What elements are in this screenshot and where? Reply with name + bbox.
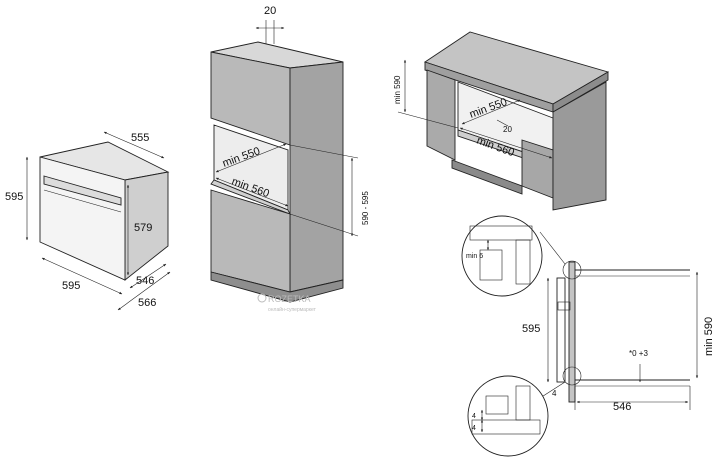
- detail-circle-top: [562, 260, 582, 280]
- detail-circle-bottom: [562, 366, 582, 386]
- tall-min560-line: [215, 177, 289, 207]
- counter-left-panel: [426, 69, 456, 161]
- detail-top-board: [469, 225, 533, 241]
- dim-555-line: [103, 131, 165, 159]
- dim-546-label: 546: [136, 275, 154, 287]
- detail-top-panel: [515, 239, 531, 285]
- dim-566-line: [117, 271, 171, 311]
- section-oven-body: [556, 277, 566, 383]
- section-front-panel: [568, 261, 576, 403]
- tall-height-ext-top: [289, 144, 359, 159]
- dim-595-bottom-label: 595: [62, 280, 80, 292]
- counter-cabinet-drawing: min 590 min 550 20 min 560: [393, 31, 610, 211]
- tall-min550-line: [215, 143, 287, 173]
- dim-595-left-label: 595: [5, 191, 23, 203]
- counter-gap-label: 20: [503, 125, 512, 134]
- gap-20-label: 20: [264, 5, 276, 17]
- counter-min550-line: [461, 99, 521, 125]
- counter-edge-side: [552, 71, 609, 113]
- detail-bottom-panel: [515, 385, 531, 421]
- detail-leader-bottom: [539, 381, 566, 399]
- section-min590-label: min 590: [703, 317, 715, 356]
- detail-leader-top: [539, 231, 566, 265]
- watermark: ROZETKA онлайн-супермаркет: [257, 293, 317, 313]
- section-handle: [557, 301, 571, 311]
- oven-control-panel: [43, 175, 122, 206]
- tall-cabinet-drawing: 20 min 550 min 560 590 - 595: [210, 5, 370, 303]
- oven-drawing: 555 595 579 595 546 566: [5, 131, 171, 311]
- counter-min560-line: [459, 127, 553, 159]
- watermark-brand: ROZETKA: [268, 294, 311, 304]
- counter-gap-line: [496, 119, 509, 127]
- counter-side-face: [552, 81, 607, 211]
- dim-555-label: 555: [131, 132, 149, 144]
- detail-bottom: 4 4: [467, 375, 549, 457]
- watermark-tagline: онлайн-супермаркет: [268, 306, 317, 313]
- detail-bottom-oven: [485, 395, 509, 415]
- watermark-logo: [257, 293, 267, 303]
- detail-bottom-label-b: 4: [472, 425, 476, 432]
- counter-plinth: [451, 159, 523, 195]
- counter-height-label: min 590: [393, 75, 402, 104]
- section-595-label: 595: [522, 323, 540, 335]
- detail-top-label: min 6: [466, 253, 483, 260]
- tall-height-label: 590 - 595: [361, 191, 370, 225]
- detail-bottom-circle: [467, 375, 549, 457]
- dim-579-label: 579: [134, 222, 152, 234]
- tall-plinth: [210, 271, 344, 303]
- detail-bottom-label-a: 4: [472, 413, 476, 420]
- tall-height-ext-bottom: [289, 213, 359, 237]
- dim-595-bottom-line: [41, 257, 123, 295]
- counter-right-panel: [521, 139, 554, 199]
- oven-door-line: [43, 189, 122, 213]
- section-drawing: 595 min 590 *0 +3 4 546: [522, 231, 715, 413]
- detail-top-oven: [479, 249, 503, 281]
- dim-566-label: 566: [138, 297, 156, 309]
- section-546-label: 546: [613, 401, 631, 413]
- counter-height-ext: [397, 111, 459, 129]
- detail-top: min 6: [461, 215, 543, 297]
- section-4-label: 4: [552, 389, 557, 398]
- tall-side-face: [289, 61, 344, 293]
- detail-bottom-board: [471, 419, 541, 435]
- tolerance-label: *0 +3: [629, 349, 648, 358]
